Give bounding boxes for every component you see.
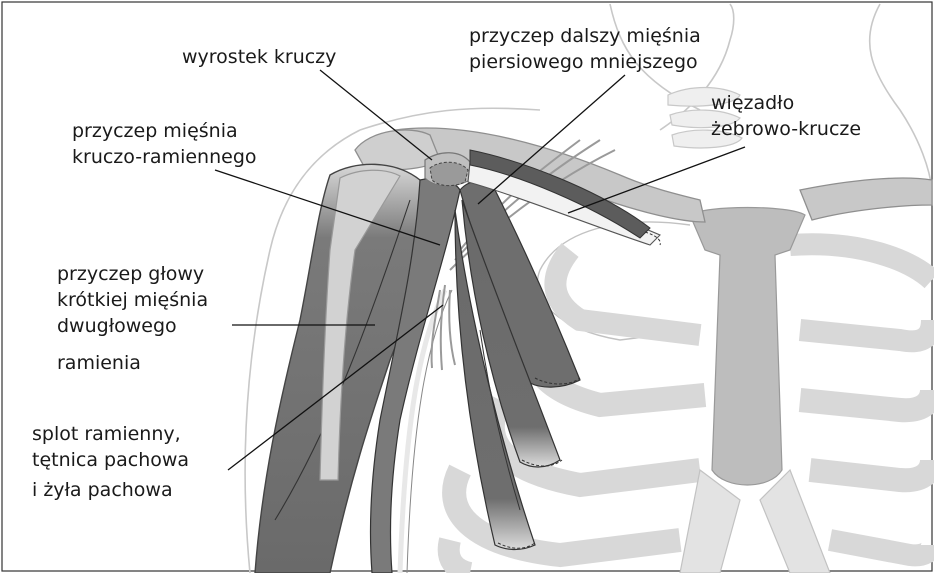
label-coracoid-process: wyrostek kruczy <box>182 46 336 68</box>
label-plexus-line1: splot ramienny, <box>32 423 181 445</box>
label-ligament-line1: więzadło <box>711 92 794 114</box>
label-plexus-line2: tętnica pachowa <box>32 449 189 471</box>
label-pec-minor-line2: piersiowego mniejszego <box>469 51 698 73</box>
costal-cartilage <box>680 470 830 573</box>
label-ligament-line2: żebrowo-krucze <box>711 118 861 140</box>
coracoid-insertion <box>430 162 468 185</box>
label-biceps-line4: ramienia <box>57 352 141 374</box>
sternum <box>690 208 805 486</box>
label-biceps-line1: przyczep głowy <box>57 263 204 285</box>
label-coracobrachialis-line1: przyczep mięśnia <box>72 120 238 142</box>
label-biceps-line2: krótkiej mięśnia <box>57 289 208 311</box>
label-plexus-line3: i żyła pachowa <box>32 479 173 501</box>
label-coracobrachialis-line2: kruczo-ramiennego <box>72 146 257 168</box>
label-biceps-line3: dwugłowego <box>57 315 177 337</box>
clavicle-left-end <box>800 178 932 220</box>
label-pec-minor-line1: przyczep dalszy mięśnia <box>469 25 701 47</box>
